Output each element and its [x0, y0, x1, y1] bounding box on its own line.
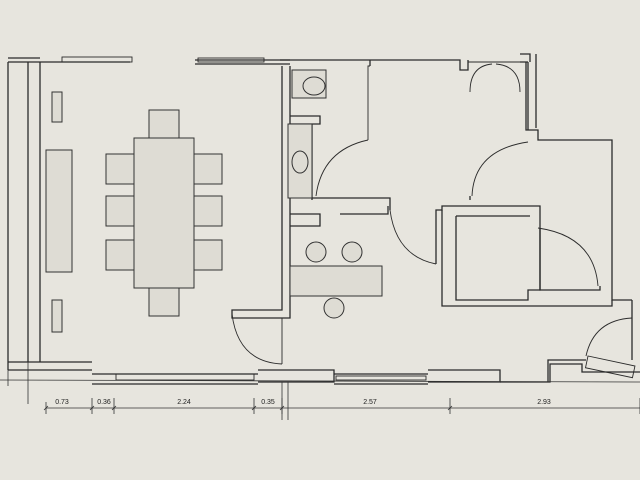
stool-2: [341, 241, 363, 263]
chair-left-3: [105, 239, 135, 271]
dimension-line: [0, 362, 640, 420]
dimension-label-1: 0.73: [55, 399, 69, 406]
dimension-label-5: 2.57: [363, 399, 377, 406]
kitchen-island: [289, 265, 383, 297]
living-dining-room: [45, 66, 291, 365]
toilet-bowl: [302, 76, 326, 96]
chair-left-1: [105, 153, 135, 185]
stool-1: [305, 241, 327, 263]
sideboard-furniture: [45, 149, 73, 273]
chair-right-1: [193, 153, 223, 185]
chair-right-2: [193, 195, 223, 227]
stool-3: [323, 297, 345, 319]
dining-table: [133, 137, 195, 289]
dimension-label-6: 2.93: [537, 399, 551, 406]
speaker-upper: [51, 91, 63, 123]
sink-basin: [291, 150, 309, 174]
dimension-label-4: 0.35: [261, 399, 275, 406]
kitchen: [289, 205, 541, 319]
chair-top: [148, 109, 180, 139]
dimension-label-2: 0.36: [97, 399, 111, 406]
hall-and-bedroom: [441, 141, 636, 379]
dimension-label-3: 2.24: [177, 399, 191, 406]
chair-left-2: [105, 195, 135, 227]
chair-bottom: [148, 287, 180, 317]
outer-walls: [7, 53, 640, 385]
speaker-lower: [51, 299, 63, 333]
chair-right-3: [193, 239, 223, 271]
bathroom: [287, 65, 391, 210]
